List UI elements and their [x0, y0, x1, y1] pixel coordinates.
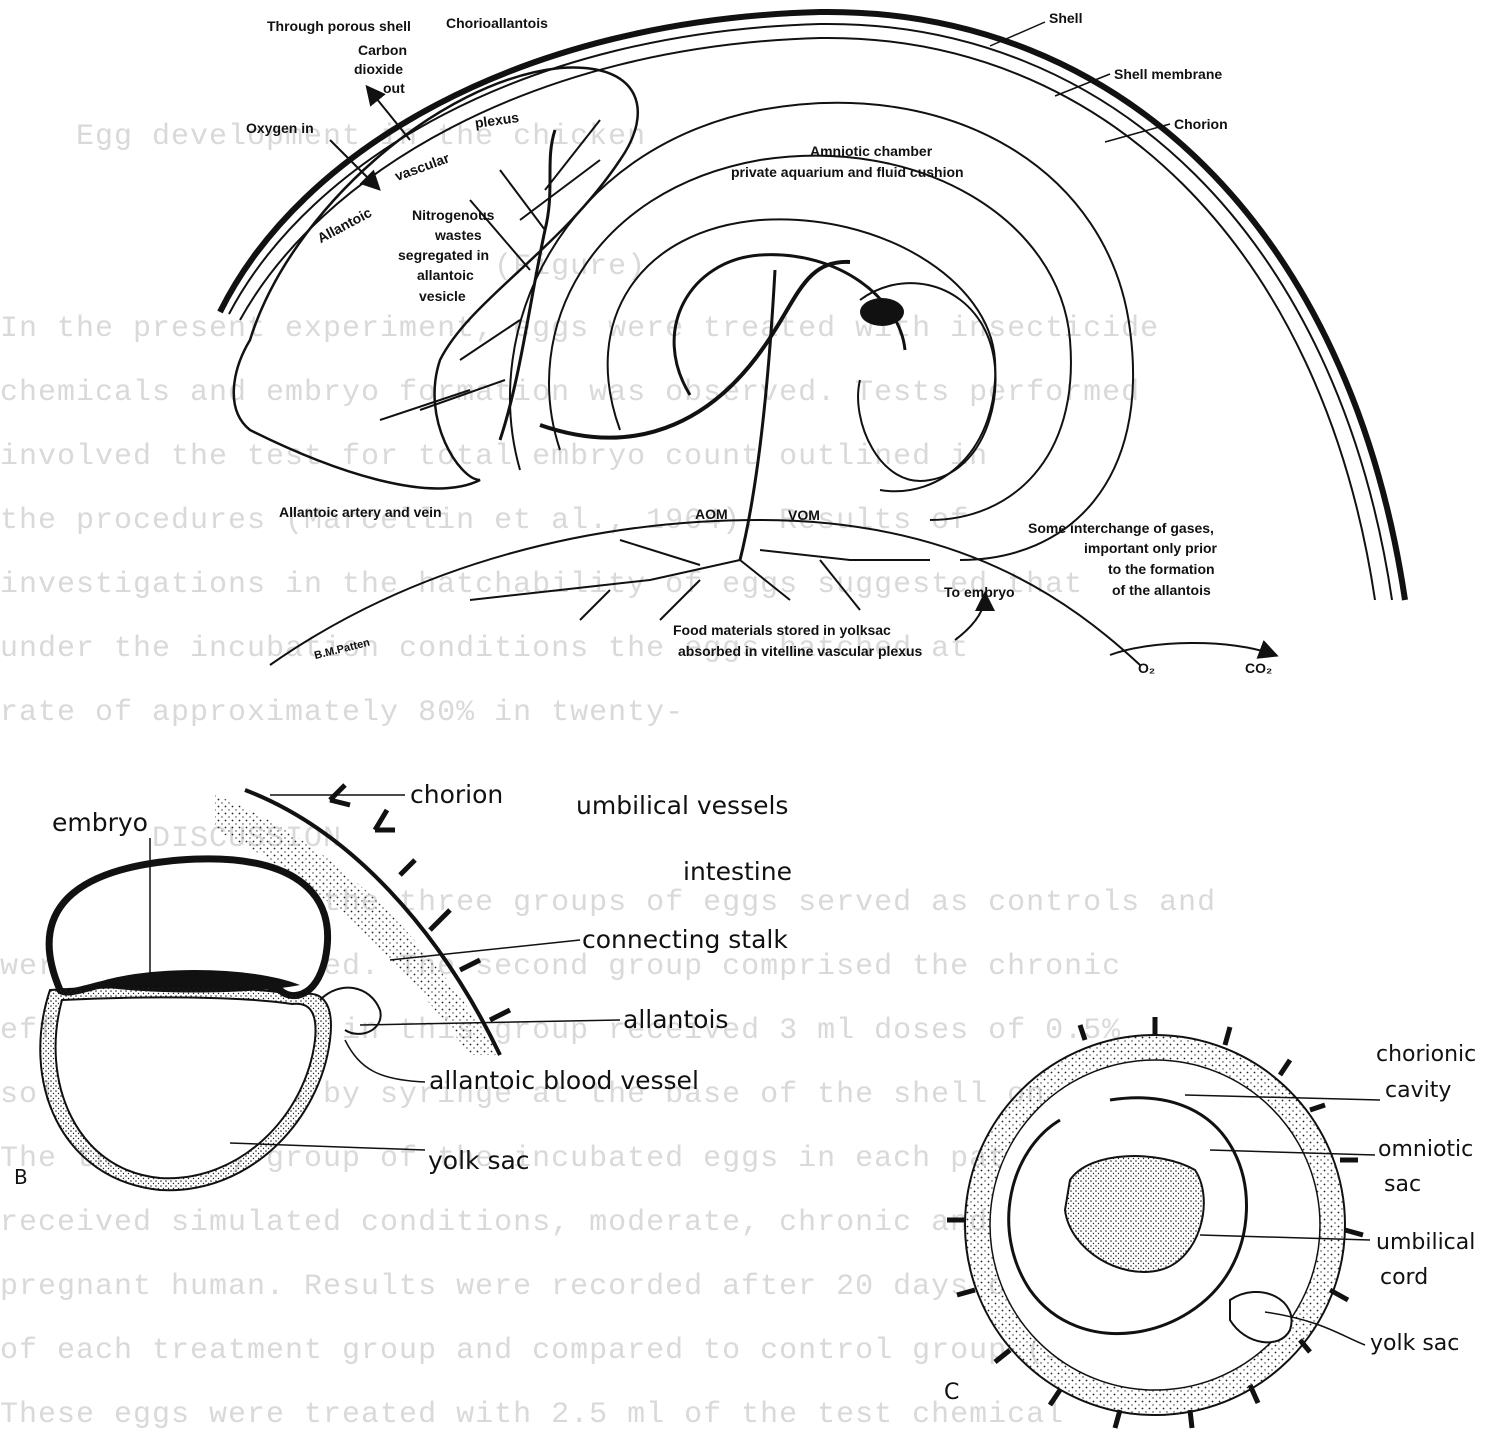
embryo-eye	[860, 298, 904, 326]
panel-c-diagram	[947, 1017, 1380, 1428]
label-cord: cord	[1380, 1265, 1428, 1290]
embryo-spiral	[674, 255, 905, 395]
label-shell-membrane: Shell membrane	[1114, 66, 1222, 82]
amnion-spiral-inner	[608, 219, 996, 491]
leader-allantois-b	[360, 1020, 620, 1025]
label-embryo-b: embryo	[52, 808, 148, 837]
label-vitelline-plexus: absorbed in vitelline vascular plexus	[678, 643, 922, 659]
label-chorion: Chorion	[1174, 116, 1228, 132]
label-yolk-sac-b: yolk sac	[428, 1146, 530, 1175]
label-vom: VOM	[788, 507, 820, 523]
label-interchange-4: of the allantois	[1112, 582, 1211, 598]
label-allantoic-2: allantoic	[417, 267, 474, 283]
label-interchange-2: important only prior	[1084, 540, 1217, 556]
allantoic-vessel-trunk	[500, 130, 555, 440]
label-dioxide: dioxide	[354, 61, 403, 77]
label-o2: O₂	[1138, 660, 1155, 676]
label-food-materials: Food materials stored in yolksac	[673, 622, 891, 638]
label-segregated-in: segregated in	[398, 247, 489, 263]
label-shell: Shell	[1049, 10, 1082, 26]
panel-b-letter: B	[14, 1165, 28, 1189]
label-through-porous-shell: Through porous shell	[267, 18, 411, 34]
label-connecting-stalk: connecting stalk	[582, 925, 788, 954]
vitelline-vessel-trunk	[740, 270, 775, 560]
o2-co2-double-arrow	[1110, 643, 1275, 655]
label-co2: CO₂	[1245, 660, 1272, 676]
label-chorioallantois: Chorioallantois	[446, 15, 548, 31]
label-allantois-b: allantois	[623, 1005, 728, 1034]
vitelline-plexus	[470, 540, 930, 620]
label-vesicle: vesicle	[419, 288, 466, 304]
label-yolk-sac-c: yolk sac	[1370, 1331, 1459, 1356]
label-to-embryo: To embryo	[944, 584, 1015, 600]
label-chorion-b: chorion	[410, 780, 503, 809]
amnion-spiral-mid	[549, 156, 1071, 520]
label-interchange-3: to the formation	[1108, 561, 1215, 577]
label-intestine: intestine	[683, 857, 792, 886]
label-nitrogenous: Nitrogenous	[412, 207, 494, 223]
label-interchange-1: Some interchange of gases,	[1028, 520, 1214, 536]
to-embryo-arrow	[955, 595, 985, 640]
label-umbilical: umbilical	[1376, 1230, 1475, 1255]
label-out: out	[383, 80, 405, 96]
label-sac: sac	[1384, 1172, 1421, 1197]
label-oxygen-in: Oxygen in	[246, 120, 314, 136]
label-umbilical-vessels: umbilical vessels	[576, 791, 788, 820]
panel-b-diagram	[40, 785, 620, 1190]
label-allantoic-artery-vein: Allantoic artery and vein	[279, 504, 442, 520]
label-wastes: wastes	[435, 227, 482, 243]
label-omniotic: omniotic	[1378, 1137, 1473, 1162]
label-aom: AOM	[695, 506, 728, 522]
label-amniotic-chamber: Amniotic chamber	[810, 143, 932, 159]
label-cavity: cavity	[1385, 1078, 1451, 1103]
label-private-aquarium: private aquarium and fluid cushion	[731, 164, 964, 180]
panel-a-egg-diagram	[220, 12, 1405, 665]
label-chorionic: chorionic	[1376, 1042, 1476, 1067]
panel-c-letter: C	[944, 1380, 959, 1405]
leader-allantoic-blood-vessel	[345, 1040, 425, 1082]
label-carbon: Carbon	[358, 42, 407, 58]
label-allantoic-blood-vessel: allantoic blood vessel	[429, 1066, 699, 1095]
